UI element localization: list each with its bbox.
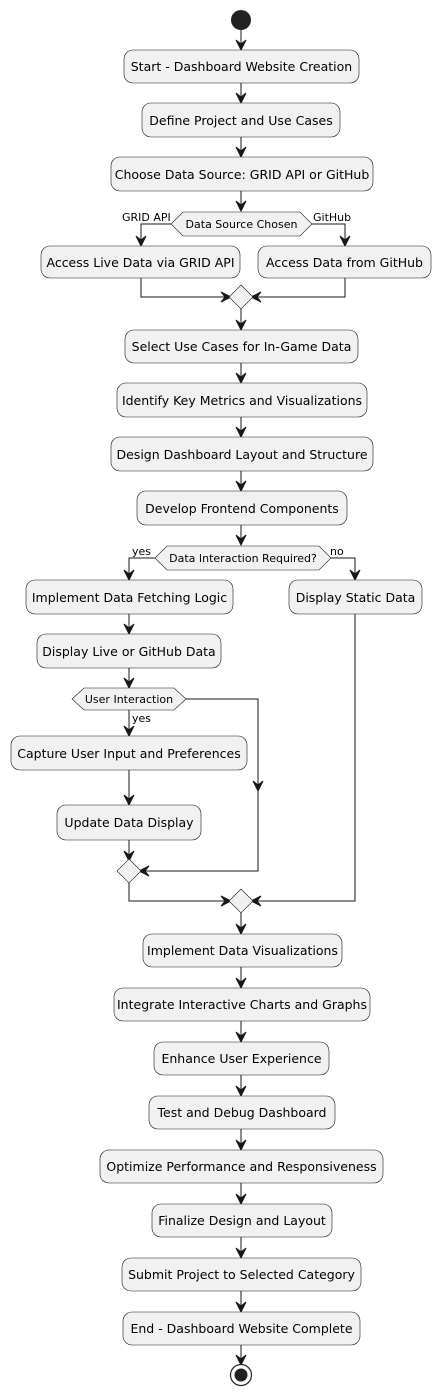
activity-design-layout: Design Dashboard Layout and Structure xyxy=(110,436,374,472)
start-node xyxy=(231,10,251,30)
activity-test-debug: Test and Debug Dashboard xyxy=(148,1095,336,1130)
activity-label: Test and Debug Dashboard xyxy=(157,1105,327,1120)
decision-user-interaction: User Interaction xyxy=(71,687,187,711)
activity-label: Choose Data Source: GRID API or GitHub xyxy=(115,167,370,182)
activity-label: End - Dashboard Website Complete xyxy=(130,1321,352,1336)
merge-diamond-interaction xyxy=(116,858,142,884)
activity-label: Integrate Interactive Charts and Graphs xyxy=(117,997,367,1012)
activity-label: Access Data from GitHub xyxy=(266,255,423,270)
activity-submit: Submit Project to Selected Category xyxy=(121,1257,362,1292)
activity-display-live: Display Live or GitHub Data xyxy=(36,633,222,669)
activity-choose-source: Choose Data Source: GRID API or GitHub xyxy=(110,156,374,192)
activity-access-grid: Access Live Data via GRID API xyxy=(40,245,241,279)
activity-end-dashboard: End - Dashboard Website Complete xyxy=(122,1311,361,1346)
activity-display-static: Display Static Data xyxy=(288,579,423,615)
activity-label: Optimize Performance and Responsiveness xyxy=(106,1159,376,1174)
activity-integrate-charts: Integrate Interactive Charts and Graphs xyxy=(113,987,371,1022)
activity-label: Submit Project to Selected Category xyxy=(128,1267,355,1282)
end-node xyxy=(229,1363,253,1387)
decision-interaction-required: Data Interaction Required? xyxy=(154,545,332,571)
activity-label: Enhance User Experience xyxy=(161,1051,321,1066)
activity-label: Implement Data Visualizations xyxy=(147,943,338,958)
activity-label: Display Static Data xyxy=(296,590,416,605)
branch-label-github: GitHub xyxy=(313,211,351,224)
merge-diamond-source xyxy=(228,284,254,310)
activity-finalize: Finalize Design and Layout xyxy=(151,1203,333,1238)
activity-label: Display Live or GitHub Data xyxy=(42,644,215,659)
activity-label: Identify Key Metrics and Visualizations xyxy=(122,393,362,408)
activity-label: Define Project and Use Cases xyxy=(149,113,332,128)
activity-optimize: Optimize Performance and Responsiveness xyxy=(99,1149,384,1184)
activity-implement-viz: Implement Data Visualizations xyxy=(142,933,343,968)
activity-identify-metrics: Identify Key Metrics and Visualizations xyxy=(116,382,368,418)
edges xyxy=(128,30,356,1363)
activity-access-github: Access Data from GitHub xyxy=(257,245,432,279)
activity-select-use-cases: Select Use Cases for In-Game Data xyxy=(124,329,359,364)
branch-label-no-1: no xyxy=(330,545,344,558)
activity-develop-frontend: Develop Frontend Components xyxy=(136,490,348,526)
activity-label: Start - Dashboard Website Creation xyxy=(131,59,352,74)
activity-start-dashboard: Start - Dashboard Website Creation xyxy=(123,49,360,84)
activity-implement-fetching: Implement Data Fetching Logic xyxy=(25,579,234,615)
activity-define-project: Define Project and Use Cases xyxy=(141,102,341,138)
activity-enhance-ux: Enhance User Experience xyxy=(153,1041,330,1076)
activity-label: Access Live Data via GRID API xyxy=(46,255,234,270)
activity-label: Design Dashboard Layout and Structure xyxy=(116,447,367,462)
branch-label-grid-api: GRID API xyxy=(122,211,171,224)
activity-label: Implement Data Fetching Logic xyxy=(32,590,227,605)
activity-label: Capture User Input and Preferences xyxy=(17,746,241,761)
activity-label: Develop Frontend Components xyxy=(145,501,339,516)
decision-data-source: Data Source Chosen xyxy=(170,211,313,237)
activity-label: Update Data Display xyxy=(64,815,194,830)
decision-label: Data Source Chosen xyxy=(186,218,298,231)
activity-label: Select Use Cases for In-Game Data xyxy=(132,339,352,354)
arrowheads xyxy=(123,39,361,1367)
branch-label-yes-2: yes xyxy=(132,712,151,725)
decision-label: User Interaction xyxy=(85,693,173,706)
branch-label-yes-1: yes xyxy=(132,545,151,558)
activity-capture-input: Capture User Input and Preferences xyxy=(10,735,248,771)
decision-label: Data Interaction Required? xyxy=(169,552,317,565)
activity-update-display: Update Data Display xyxy=(56,804,202,841)
merge-diamond-required xyxy=(228,888,254,914)
activity-label: Finalize Design and Layout xyxy=(158,1213,326,1228)
